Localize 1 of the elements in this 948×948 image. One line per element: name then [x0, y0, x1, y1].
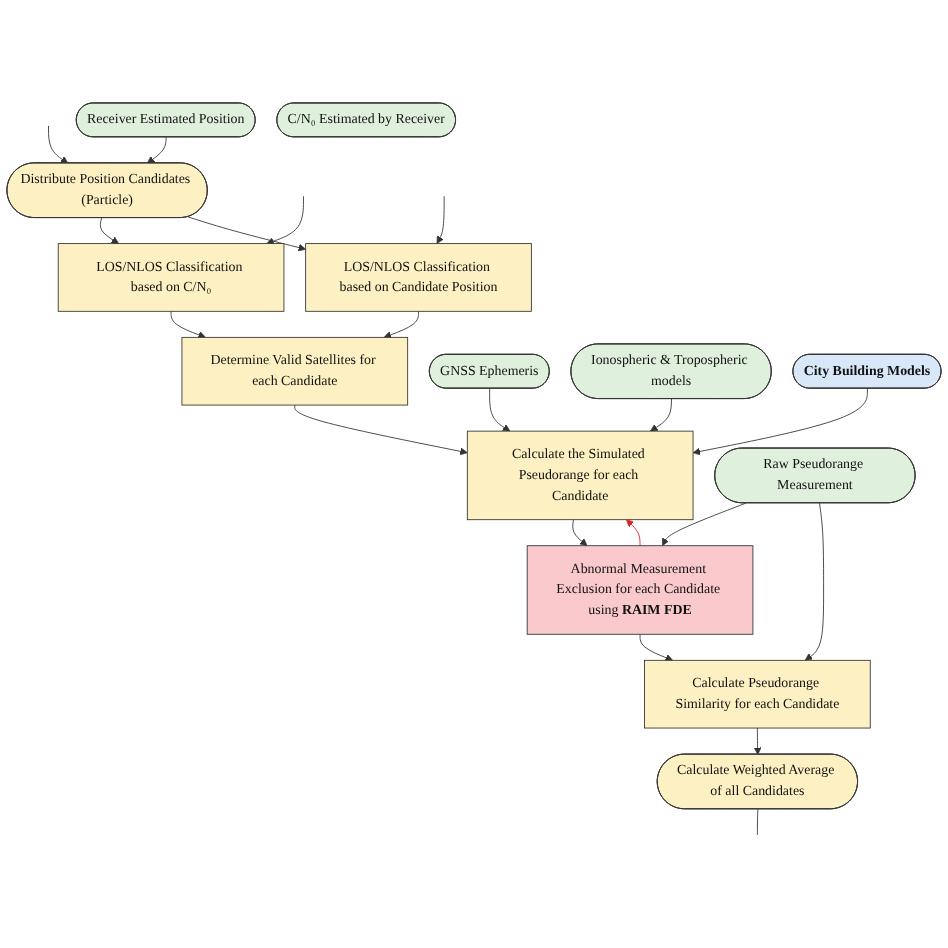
connector — [756, 807, 759, 835]
